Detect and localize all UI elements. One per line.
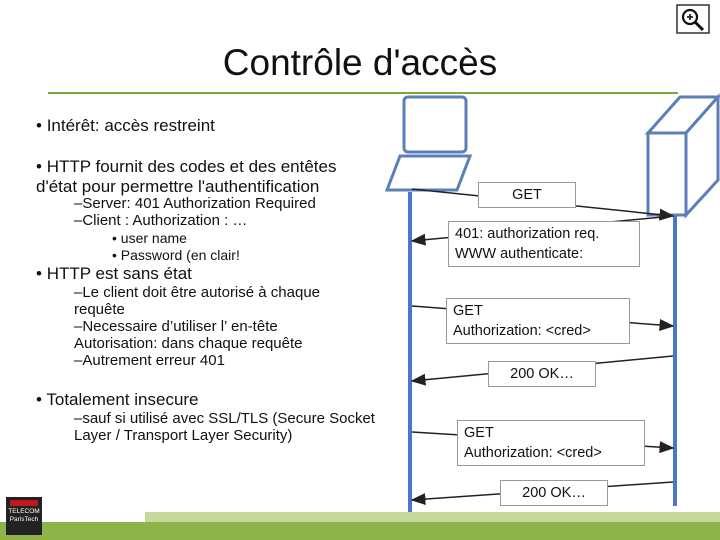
message-get-1: GET — [478, 182, 576, 208]
bullet-insecure: Totalement insecure — [36, 390, 198, 410]
message-line: Authorization: <cred> — [464, 445, 602, 461]
message-line: GET — [453, 303, 483, 319]
message-line: Authorization: <cred> — [453, 323, 591, 339]
message-get-3: GET Authorization: <cred> — [457, 420, 645, 466]
message-line: 200 OK… — [522, 485, 586, 501]
bullet-http-stateless: HTTP est sans état — [36, 264, 192, 284]
footer-band-light — [145, 512, 720, 524]
sub-autorisation: Autorisation: dans chaque requête — [74, 335, 303, 352]
sub-necessaire: Necessaire d’utiliser l’ en-tête — [74, 318, 277, 335]
sub-password: Password (en clair! — [112, 247, 240, 264]
bullet-interet: Intérêt: accès restreint — [36, 116, 215, 136]
logo-line2: ParisTech — [9, 516, 39, 523]
message-line: 200 OK… — [510, 366, 574, 382]
message-200-2: 200 OK… — [500, 480, 608, 506]
message-get-2: GET Authorization: <cred> — [446, 298, 630, 344]
lifelines — [408, 192, 677, 520]
zoom-magnifier-icon[interactable] — [676, 4, 710, 34]
server-box-icon — [644, 93, 720, 219]
bullet-http-codes: HTTP fournit des codes et des entêtes d'… — [36, 157, 376, 197]
message-401: 401: authorization req. WWW authenticate… — [448, 221, 640, 267]
footer-band — [0, 522, 720, 540]
title-divider — [48, 92, 678, 94]
sub-server-401: Server: 401 Authorization Required — [74, 195, 315, 212]
sub-user-name: user name — [112, 230, 187, 247]
client-computer-icon — [384, 95, 473, 192]
sub-erreur-401: Autrement erreur 401 — [74, 352, 225, 369]
message-line: GET — [512, 187, 542, 203]
message-line: GET — [464, 425, 494, 441]
message-line: WWW authenticate: — [455, 246, 584, 262]
sub-ssl-tls: sauf si utilisé avec SSL/TLS (Secure Soc… — [74, 410, 392, 444]
slide-title: Contrôle d'accès — [222, 42, 498, 83]
message-line: 401: authorization req. — [455, 226, 600, 242]
sub-client-authorized: Le client doit être autorisé à chaque re… — [74, 284, 364, 318]
logo-line1: TELECOM — [8, 508, 40, 515]
sub-client-auth: Client : Authorization : … — [74, 212, 247, 229]
telecom-paristech-logo: TELECOM ParisTech — [6, 497, 42, 535]
message-200-1: 200 OK… — [488, 361, 596, 387]
